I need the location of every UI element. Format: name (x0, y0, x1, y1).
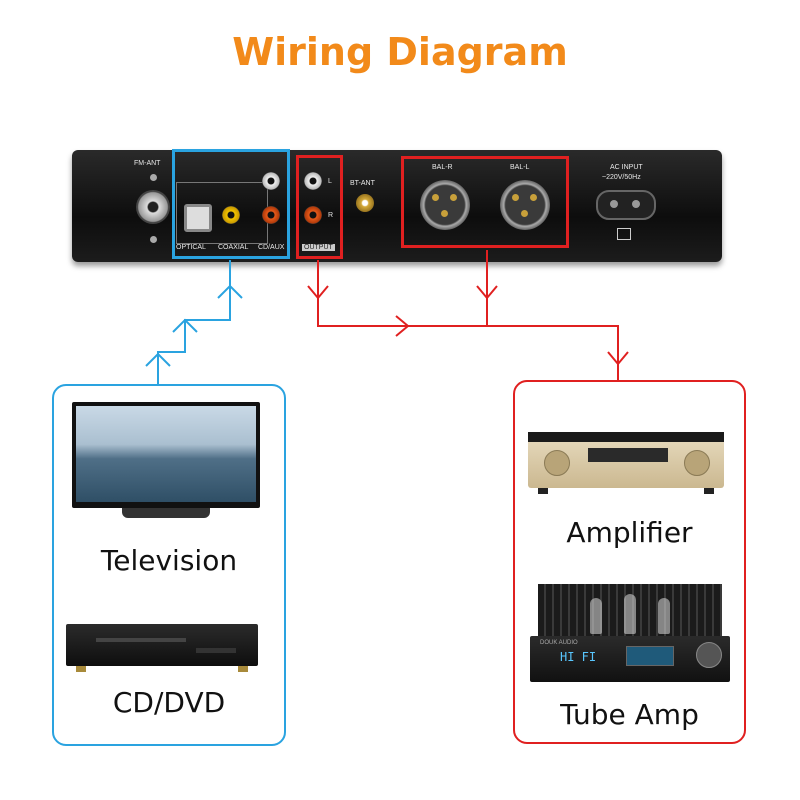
source-devices-box (52, 384, 286, 746)
output-rca-highlight (296, 155, 343, 259)
output-right-jack (304, 206, 322, 224)
output-devices-box (513, 380, 746, 744)
balanced-output-highlight (401, 156, 569, 248)
coaxial-input-jack (222, 206, 240, 224)
input-connection-line (145, 260, 243, 386)
amplifier-label: Amplifier (566, 516, 693, 549)
bal-l-label: BAL-L (510, 164, 530, 171)
coaxial-label: COAXIAL (218, 244, 249, 251)
cd-dvd-player-image (66, 624, 258, 672)
bt-antenna-jack (356, 194, 374, 212)
bal-r-xlr-jack (420, 180, 470, 230)
screw (150, 174, 157, 181)
device-rear-panel: FM-ANT OPTICAL COAXIAL CD/AUX L R OUTPUT… (72, 150, 722, 262)
bal-r-label: BAL-R (432, 164, 453, 171)
cd-aux-left-jack (262, 172, 280, 190)
input-section-highlight (172, 149, 290, 259)
fm-ant-label: FM-ANT (134, 160, 161, 167)
output-r-label: R (328, 212, 334, 219)
optical-label: OPTICAL (176, 244, 206, 251)
output-l-label: L (328, 178, 332, 185)
ac-input-label: AC INPUT (610, 164, 643, 171)
output-label: OUTPUT (302, 244, 335, 251)
cd-aux-right-jack (262, 206, 280, 224)
ac-power-socket (596, 190, 656, 220)
fm-antenna-jack (136, 190, 170, 224)
bal-l-xlr-jack (500, 180, 550, 230)
output-left-jack (304, 172, 322, 190)
diagram-title: Wiring Diagram (232, 30, 568, 74)
bt-ant-label: BT-ANT (350, 180, 375, 187)
ac-voltage-label: ~220V/50Hz (602, 174, 641, 181)
cd-dvd-label: CD/DVD (112, 686, 226, 719)
tube-amp-image: DOUK AUDIO HI FI (530, 584, 730, 688)
tube-amp-display: HI FI (560, 650, 597, 664)
usb-port (617, 228, 631, 240)
tube-amp-label: Tube Amp (560, 698, 699, 731)
amplifier-image (528, 432, 724, 494)
tube-amp-brand: DOUK AUDIO (540, 640, 578, 646)
screw (150, 236, 157, 243)
output-connection-line (307, 250, 629, 380)
television-label: Television (100, 544, 238, 577)
cd-aux-label: CD/AUX (258, 244, 285, 251)
television-image (72, 402, 260, 522)
optical-input-port (184, 204, 212, 232)
